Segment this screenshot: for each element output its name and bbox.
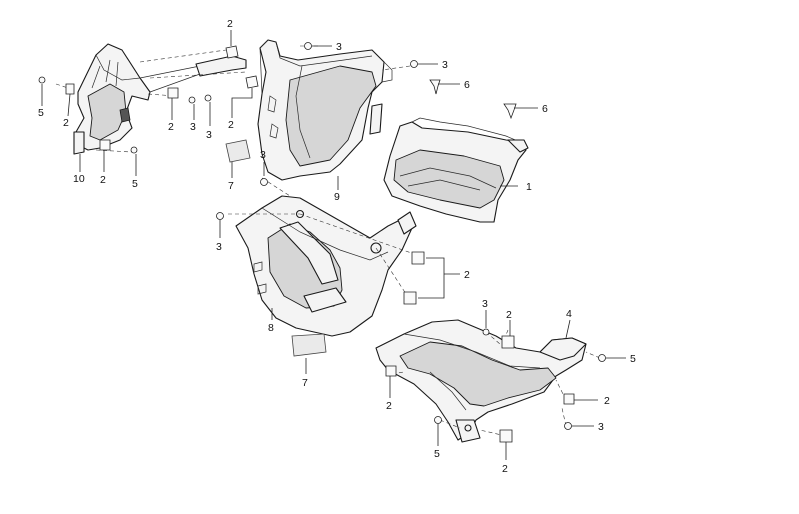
callout-3: 3 xyxy=(482,298,488,310)
part-10-bracket xyxy=(73,43,247,155)
screw-icon xyxy=(410,60,418,68)
screw-icon xyxy=(598,354,606,362)
clip-icon xyxy=(499,429,513,443)
callout-6: 6 xyxy=(542,103,548,115)
clip-icon xyxy=(411,251,425,265)
fasteners xyxy=(38,42,606,443)
screw-icon xyxy=(482,328,490,336)
part-7-pads xyxy=(225,139,327,357)
callout-7: 7 xyxy=(302,377,308,389)
callout-2: 2 xyxy=(604,395,610,407)
push-pin-icon xyxy=(503,103,517,120)
callout-4: 4 xyxy=(566,308,572,320)
callout-5: 5 xyxy=(630,353,636,365)
clip-icon xyxy=(225,45,239,59)
screw-icon xyxy=(204,94,212,102)
callout-3: 3 xyxy=(336,41,342,53)
callout-5: 5 xyxy=(38,107,44,119)
callout-3: 3 xyxy=(190,121,196,133)
callout-2: 2 xyxy=(228,119,234,131)
part-8-lower-panel xyxy=(235,195,417,337)
callout-2: 2 xyxy=(168,121,174,133)
callout-labels: 2 3 3 6 6 1 5 2 2 3 3 2 10 2 5 7 3 9 3 2… xyxy=(38,18,636,475)
clip-icon xyxy=(65,83,75,95)
screw-icon xyxy=(434,416,442,424)
screw-icon xyxy=(188,96,196,104)
callout-5: 5 xyxy=(434,448,440,460)
clip-icon xyxy=(563,393,575,405)
screw-icon xyxy=(38,76,46,84)
callout-2: 2 xyxy=(386,400,392,412)
callout-2: 2 xyxy=(100,174,106,186)
callout-9: 9 xyxy=(334,191,340,203)
callout-3: 3 xyxy=(442,59,448,71)
callout-3: 3 xyxy=(598,421,604,433)
callout-3: 3 xyxy=(216,241,222,253)
clip-icon xyxy=(385,365,397,377)
screw-icon xyxy=(130,146,138,154)
callout-3: 3 xyxy=(206,129,212,141)
callout-10: 10 xyxy=(73,173,85,185)
callout-3: 3 xyxy=(260,149,266,161)
part-1-tray xyxy=(383,117,529,223)
callout-5: 5 xyxy=(132,178,138,190)
part-4-lower-right-panel xyxy=(375,319,587,443)
clip-icon xyxy=(99,139,111,151)
callout-2: 2 xyxy=(502,463,508,475)
leader-lines xyxy=(41,30,626,460)
part-9-upper-panel xyxy=(257,39,393,181)
callout-2: 2 xyxy=(506,309,512,321)
screw-icon xyxy=(216,212,224,220)
callout-2: 2 xyxy=(227,18,233,30)
push-pin-icon xyxy=(429,79,441,95)
callout-8: 8 xyxy=(268,322,274,334)
callout-6: 6 xyxy=(464,79,470,91)
callout-1: 1 xyxy=(526,181,532,193)
clip-icon xyxy=(403,291,417,305)
clip-icon xyxy=(245,75,259,89)
callout-2: 2 xyxy=(464,269,470,281)
clip-icon xyxy=(167,87,179,99)
screw-icon xyxy=(260,178,268,186)
callout-7: 7 xyxy=(228,180,234,192)
callout-2: 2 xyxy=(63,117,69,129)
screw-icon xyxy=(564,422,572,430)
screw-icon xyxy=(304,42,312,50)
clip-icon xyxy=(501,335,515,349)
